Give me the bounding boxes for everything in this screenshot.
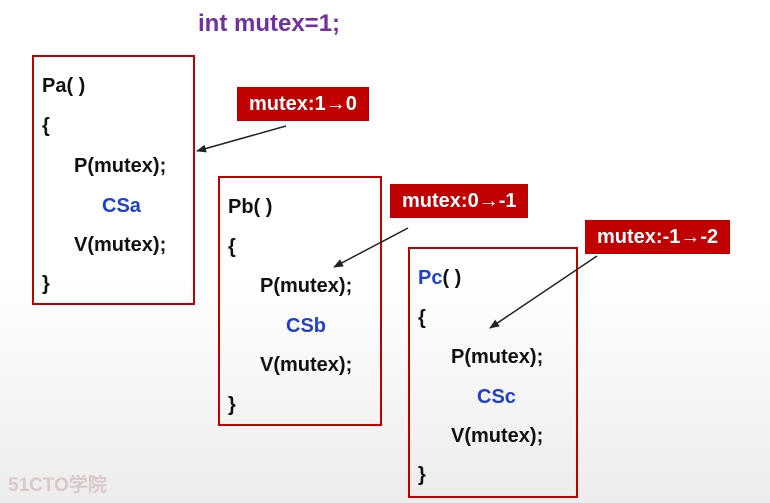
mutex-label-a: mutex:1→0 — [237, 87, 369, 121]
process-a-name: Pa( ) — [42, 75, 86, 97]
process-a-v-op: V(mutex); — [74, 234, 167, 256]
process-b-box — [218, 176, 382, 426]
arrow-b — [333, 227, 409, 268]
process-a-p-op: P(mutex); — [74, 155, 167, 177]
process-c-name: Pc( ) — [418, 266, 461, 290]
process-c-box — [408, 247, 578, 498]
process-c-name-prefix: Pc — [418, 267, 443, 289]
process-b-p-op: P(mutex); — [260, 275, 353, 297]
process-c-critical-section: CSc — [477, 386, 516, 408]
process-c-v-op: V(mutex); — [451, 425, 544, 447]
process-b-v-op: V(mutex); — [260, 354, 353, 376]
title: int mutex=1; — [198, 10, 341, 37]
arrow-a — [196, 125, 287, 153]
process-c-open-brace: { — [418, 307, 426, 329]
process-b-close-brace: } — [228, 394, 236, 416]
process-c-p-op: P(mutex); — [451, 346, 544, 368]
process-b-name: Pb( ) — [228, 196, 273, 218]
process-a-box — [32, 55, 195, 305]
arrow-c — [489, 255, 598, 329]
mutex-label-c: mutex:-1→-2 — [585, 220, 731, 254]
process-c-close-brace: } — [418, 464, 426, 486]
process-a-close-brace: } — [42, 273, 50, 295]
process-a-open-brace: { — [42, 115, 50, 137]
watermark-logo: 51CTO学院 — [8, 475, 107, 496]
process-b-critical-section: CSb — [286, 315, 326, 337]
process-a-critical-section: CSa — [102, 195, 141, 217]
process-c-name-suffix: ( ) — [442, 267, 462, 289]
mutex-label-b: mutex:0→-1 — [390, 184, 529, 218]
process-b-open-brace: { — [228, 236, 236, 258]
